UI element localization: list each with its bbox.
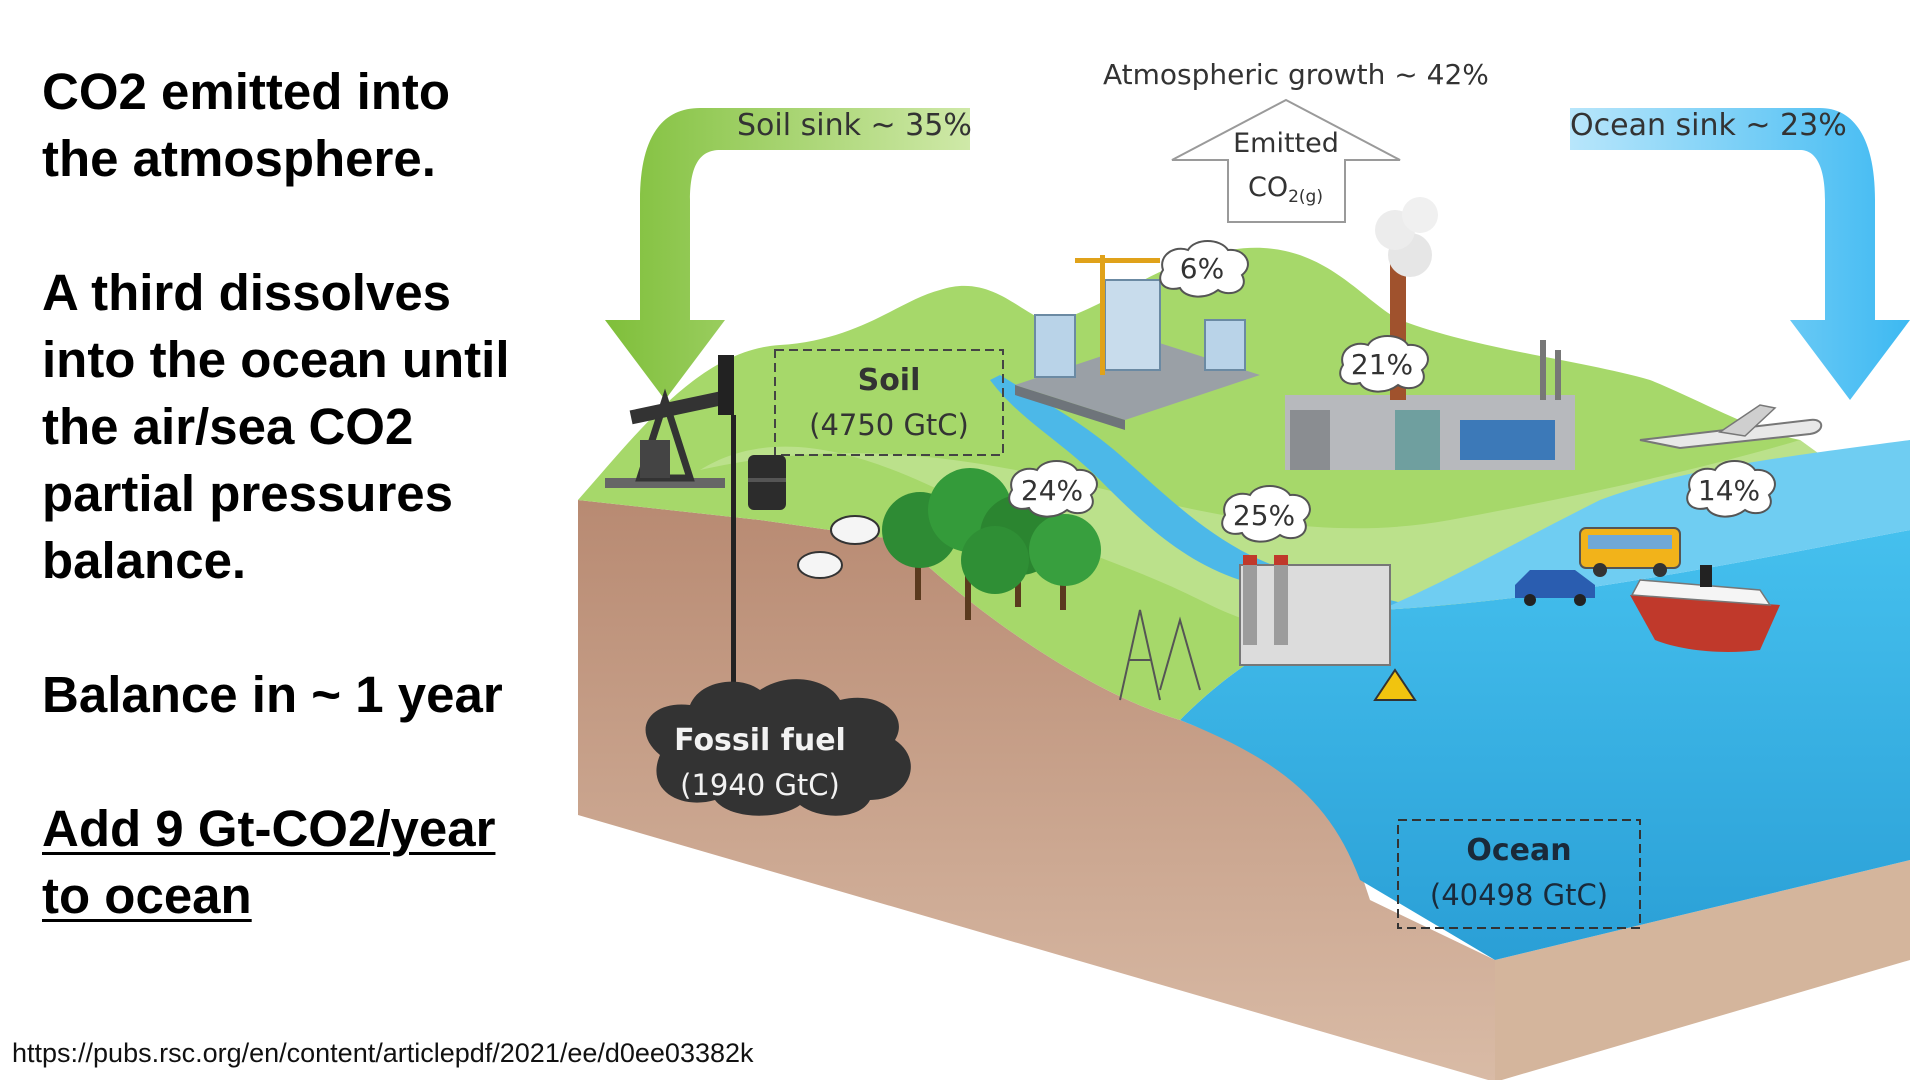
oil-pump-jack-icon <box>605 355 786 710</box>
cows-icon <box>797 515 880 579</box>
pct-forest: 24% <box>1021 474 1083 507</box>
soil-sink-label: Soil sink ~ 35% <box>737 108 972 143</box>
city-buildings-icon <box>1015 255 1260 430</box>
soil-value: (4750 GtC) <box>809 408 969 442</box>
atmospheric-growth-label: Atmospheric growth ~ 42% <box>1103 58 1489 91</box>
balance-line: Balance in ~ 1 year <box>42 666 503 723</box>
intro-line-2: the atmosphere. <box>42 130 436 187</box>
ocean-box <box>1397 819 1641 929</box>
fossil-fuel-cloud <box>645 679 911 816</box>
dissolve-line-1: A third dissolves <box>42 264 452 321</box>
ocean-title: Ocean <box>1466 833 1571 868</box>
left-text-block: CO2 emitted into the atmosphere. A third… <box>42 58 582 929</box>
emitted-co2-label: CO2(g) <box>1248 172 1323 207</box>
dissolve-paragraph: A third dissolves into the ocean until t… <box>42 259 582 594</box>
fossil-fuel-title: Fossil fuel <box>674 723 846 758</box>
pct-cloud-forest <box>1008 460 1098 518</box>
emitted-co2-subscript: 2(g) <box>1288 187 1323 207</box>
emitted-label: Emitted <box>1233 128 1339 159</box>
pct-cloud-buildings <box>1159 240 1249 298</box>
add-line-1: Add 9 Gt-CO2/year <box>42 800 496 857</box>
dissolve-line-4: partial pressures <box>42 465 454 522</box>
add-paragraph: Add 9 Gt-CO2/year to ocean <box>42 795 582 929</box>
pct-cloud-industry <box>1339 335 1429 393</box>
source-url: https://pubs.rsc.org/en/content/articlep… <box>12 1038 754 1068</box>
ship-icon <box>1630 565 1780 652</box>
factory-icon <box>1285 197 1575 470</box>
pct-cloud-transport <box>1686 460 1776 518</box>
emitted-co2-main: CO <box>1248 172 1288 203</box>
dissolve-line-5: balance. <box>42 532 247 589</box>
ocean-sink-arrow <box>1570 108 1910 400</box>
dissolve-line-3: the air/sea CO2 <box>42 398 414 455</box>
emitted-up-arrow <box>1171 98 1401 223</box>
power-plant-icon <box>1119 555 1417 701</box>
fossil-fuel-value: (1940 GtC) <box>680 768 840 802</box>
intro-paragraph: CO2 emitted into the atmosphere. <box>42 58 582 192</box>
ocean-value: (40498 GtC) <box>1430 878 1608 912</box>
ocean-sink-label: Ocean sink ~ 23% <box>1570 108 1847 143</box>
soil-sink-arrow <box>605 108 970 400</box>
bus-icon <box>1579 527 1681 577</box>
soil-box <box>774 349 1004 456</box>
balance-paragraph: Balance in ~ 1 year <box>42 661 582 728</box>
pct-buildings: 6% <box>1180 252 1224 285</box>
intro-line-1: CO2 emitted into <box>42 63 451 120</box>
pct-cloud-power <box>1221 485 1311 543</box>
dissolve-line-2: into the ocean until <box>42 331 510 388</box>
add-line-2: to ocean <box>42 867 252 924</box>
car-icon <box>1515 570 1595 606</box>
soil-title: Soil <box>858 363 921 398</box>
airplane-icon <box>1639 404 1823 450</box>
pct-industry: 21% <box>1351 348 1413 381</box>
pct-power: 25% <box>1233 499 1295 532</box>
pct-transport: 14% <box>1698 474 1760 507</box>
